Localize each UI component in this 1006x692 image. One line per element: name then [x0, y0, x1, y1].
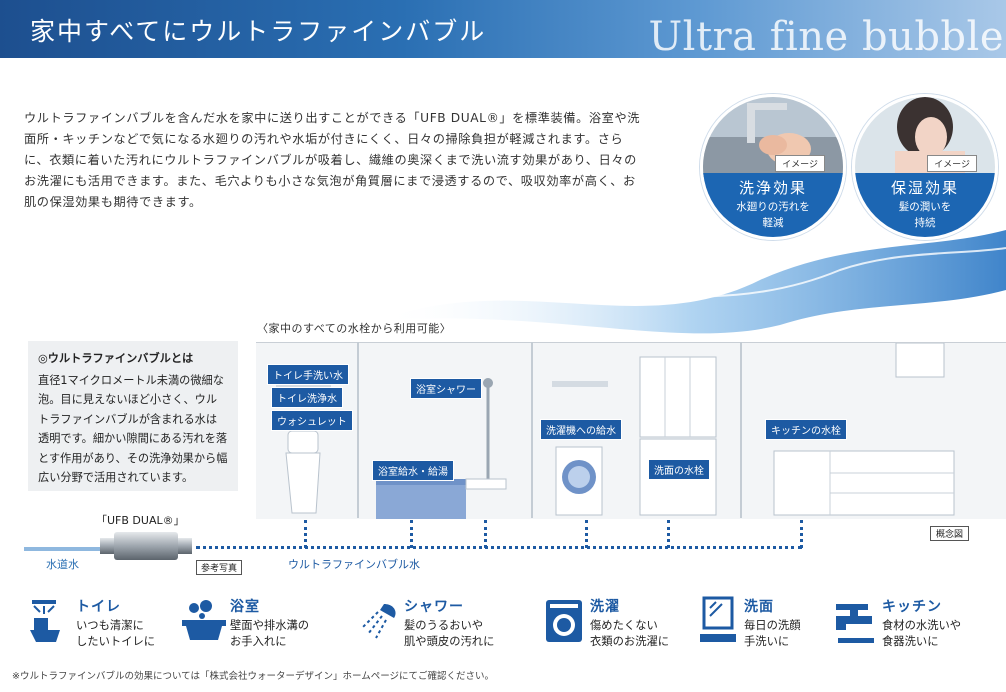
intro-paragraph: ウルトラファインバブルを含んだ水を家中に送り出すことができる「UFB DUAL®… — [24, 111, 641, 209]
effect-line: 軽減 — [762, 217, 784, 229]
house-scene — [256, 342, 1006, 519]
footnote: ※ウルトラファインバブルの効果については「株式会社ウォーターデザイン」ホームペー… — [12, 671, 495, 682]
water-splash-graphic — [380, 230, 1006, 334]
label-bath-supply: 浴室給水・給湯 — [372, 460, 454, 481]
effect-line: 持続 — [914, 217, 936, 229]
ufb-water-label: ウルトラファインバブル水 — [288, 558, 420, 571]
faucet-icon — [836, 604, 874, 643]
label-toilet-flush: トイレ洗浄水 — [271, 387, 343, 408]
feature-desc-line: お手入れに — [230, 635, 287, 648]
feature-desc-line: 手洗いに — [744, 635, 790, 648]
feature-desc-line: 傷めたくない — [590, 619, 658, 632]
ufb-definition-box: ◎ウルトラファインバブルとは 直径1マイクロメートル未満の微細な泡。目に見えない… — [28, 341, 238, 491]
shower-icon — [361, 604, 396, 639]
reference-photo-tag: 参考写真 — [196, 560, 243, 575]
supply-branch — [304, 520, 307, 548]
feature-title: キッチン — [882, 599, 942, 615]
tap-water-label: 水道水 — [46, 558, 79, 571]
wall-divider — [531, 342, 533, 518]
feature-desc-line: 毎日の洗顔 — [744, 619, 801, 632]
effect-title: 保湿効果 — [890, 179, 959, 197]
feature-desc-line: 食材の水洗いや — [882, 619, 962, 632]
page-title: 家中すべてにウルトラファインバブル — [30, 17, 487, 46]
toilet-icon — [30, 600, 60, 642]
washing-machine-icon — [546, 600, 582, 642]
supply-branch — [667, 520, 670, 548]
feature-desc-line: 衣類のお洗濯に — [590, 635, 670, 648]
tap-water-pipe — [24, 547, 104, 551]
bathtub-icon — [182, 600, 226, 640]
label-washlet: ウォシュレット — [271, 410, 353, 431]
feature-title: 洗面 — [744, 599, 774, 615]
feature-desc-line: 髪のうるおいや — [404, 619, 484, 632]
supply-branch — [585, 520, 588, 548]
feature-desc-line: 壁面や排水溝の — [230, 619, 310, 632]
feature-toilet: トイレ いつも清潔にしたいトイレに — [26, 594, 186, 654]
ufb-dual-device — [100, 532, 192, 560]
feature-desc-line: したいトイレに — [76, 635, 156, 648]
feature-title: トイレ — [76, 599, 121, 615]
label-kitchen-faucet: キッチンの水栓 — [765, 419, 847, 440]
feature-laundry: 洗濯 傷めたくない衣類のお洗濯に — [540, 594, 700, 654]
label-toilet-hand-wash: トイレ手洗い水 — [267, 364, 349, 385]
image-tag: イメージ — [927, 155, 977, 172]
wall-divider — [357, 342, 359, 518]
image-tag: イメージ — [775, 155, 825, 172]
fixtures-illustration — [276, 342, 955, 519]
device-label: 「UFB DUAL®」 — [96, 514, 185, 527]
supply-branch — [484, 520, 487, 548]
feature-desc-line: いつも清潔に — [76, 619, 144, 632]
header-english-title: Ultra fine bubble — [648, 14, 1004, 60]
supply-branch — [410, 520, 413, 548]
scene-caption: 〈家中のすべての水栓から利用可能〉 — [257, 322, 452, 335]
feature-shower: シャワー 髪のうるおいや肌や頭皮の汚れに — [354, 594, 514, 654]
mirror-sink-icon — [700, 596, 736, 642]
ufb-water-line — [196, 546, 802, 549]
feature-title: 浴室 — [230, 599, 260, 615]
definition-title: ◎ウルトラファインバブルとは — [38, 352, 194, 365]
definition-text: 直径1マイクロメートル未満の微細な泡。目に見えないほど小さく、ウルトラファインバ… — [38, 373, 228, 485]
label-bath-shower: 浴室シャワー — [410, 378, 482, 399]
feature-title: シャワー — [404, 599, 464, 615]
cleaning-effect-circle: イメージ 洗浄効果 水廻りの汚れを 軽減 — [700, 94, 846, 240]
supply-branch — [800, 520, 803, 548]
feature-title: 洗濯 — [590, 599, 620, 615]
label-laundry-supply: 洗濯機への給水 — [540, 419, 622, 440]
moisture-effect-circle: イメージ 保湿効果 髪の潤いを 持続 — [852, 94, 998, 240]
wall-divider — [740, 342, 742, 518]
feature-desc-line: 食器洗いに — [882, 635, 939, 648]
feature-washroom: 洗面 毎日の洗顔手洗いに — [694, 594, 854, 654]
feature-desc-line: 肌や頭皮の汚れに — [404, 635, 495, 648]
concept-diagram-tag: 概念図 — [930, 526, 970, 541]
label-vanity-faucet: 洗面の水栓 — [648, 459, 710, 480]
effect-line: 髪の潤いを — [898, 201, 952, 213]
effect-line: 水廻りの汚れを — [736, 201, 810, 213]
feature-kitchen: キッチン 食材の水洗いや食器洗いに — [832, 594, 992, 654]
effect-title: 洗浄効果 — [738, 179, 807, 197]
header-banner: 家中すべてにウルトラファインバブル Ultra fine bubble — [0, 0, 1006, 60]
feature-bathroom: 浴室 壁面や排水溝のお手入れに — [180, 594, 340, 654]
